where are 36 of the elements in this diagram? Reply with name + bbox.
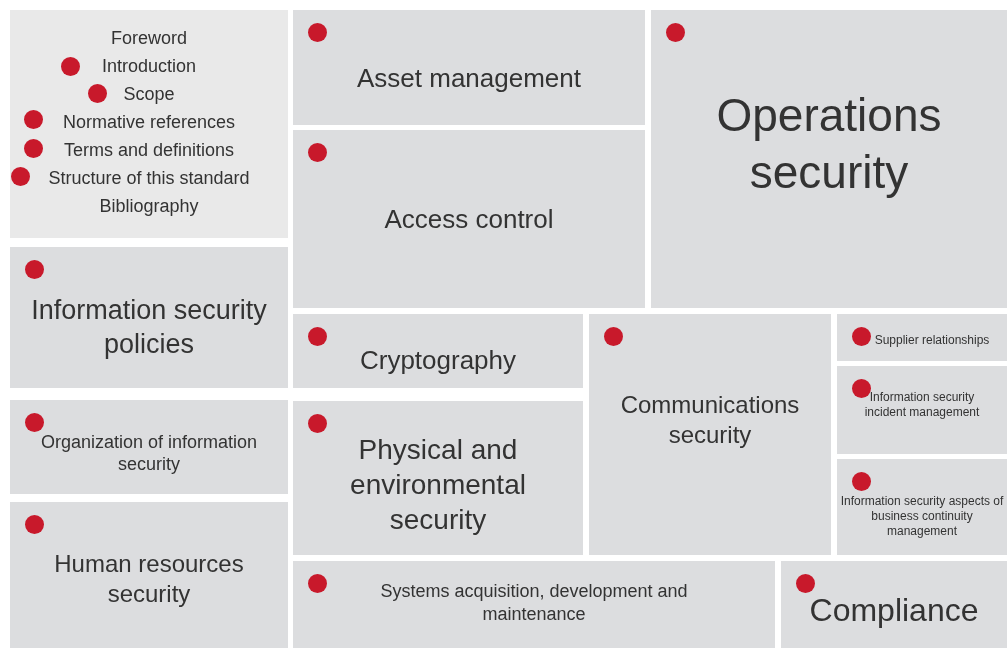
topic-label: Cryptography: [359, 343, 517, 377]
topic-box: [837, 459, 1007, 555]
topic-label: Operations security: [715, 87, 943, 200]
clause-title: Structure of this standard: [48, 167, 250, 190]
topic-box: [10, 502, 288, 648]
topic-box: [837, 314, 1007, 361]
topic-box: [781, 561, 1007, 648]
topic-label: Information security policies: [30, 293, 268, 361]
topic-label: Supplier relationships: [874, 333, 990, 348]
topic-box: [293, 401, 583, 555]
topic-box: [651, 10, 1007, 308]
topic-label: Human resources security: [53, 549, 245, 609]
topic-label: Asset management: [357, 62, 581, 95]
clause-title: Introduction: [101, 55, 197, 78]
clause-title: Normative references: [62, 111, 236, 134]
clause-title: Scope: [123, 83, 175, 106]
topic-box: [10, 400, 288, 494]
topic-box: [10, 10, 288, 238]
topic-box: [293, 130, 645, 308]
topic-label: Information security aspects of business continuity management: [839, 493, 1005, 539]
topic-label: Systems acquisition, development and maintenance: [379, 580, 689, 625]
topic-box: [293, 10, 645, 125]
clause-title: Foreword: [111, 27, 187, 50]
topic-box: [837, 366, 1007, 454]
topic-label: Compliance: [809, 590, 979, 630]
topic-box: [10, 247, 288, 388]
topic-box: [589, 314, 831, 555]
topic-label: Communications security: [619, 389, 801, 450]
clause-title: Bibliography: [99, 195, 199, 218]
topic-label: Access control: [384, 202, 554, 236]
topic-label: Information security incident management: [863, 390, 981, 420]
topic-box: [293, 314, 583, 388]
topic-label: Physical and environmental security: [349, 432, 527, 537]
topic-label: Organization of information security: [39, 430, 259, 476]
clause-title: Terms and definitions: [63, 139, 235, 162]
topic-box: [293, 561, 775, 648]
